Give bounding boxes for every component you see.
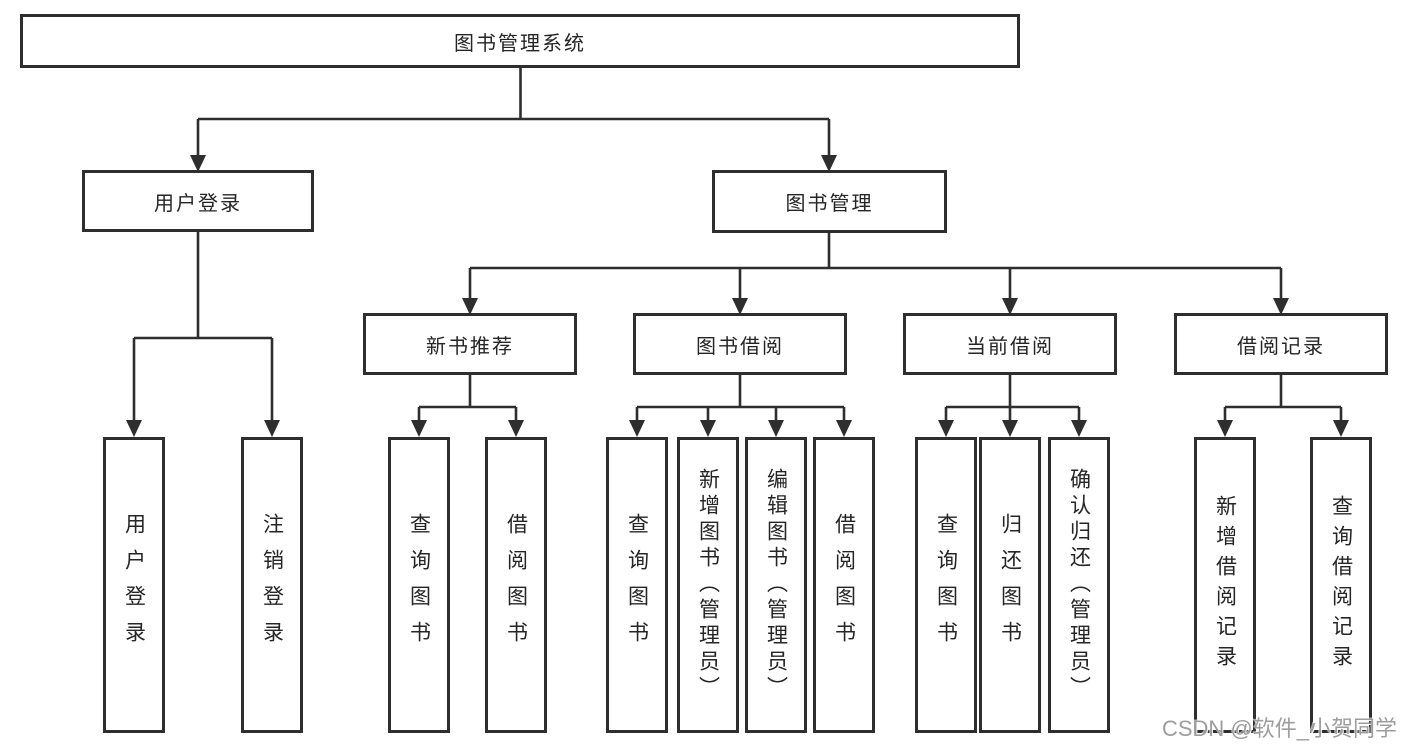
leaf-recommend-borrow-books: 借阅图书 — [485, 437, 547, 733]
leaf-add-borrow-record: 新增借阅记录 — [1194, 437, 1256, 733]
leaf-add-borrow-record-label: 新增借阅记录 — [1213, 495, 1237, 675]
node-book-borrowing-label: 图书借阅 — [696, 335, 784, 358]
leaf-current-query-books: 查询图书 — [915, 437, 977, 733]
leaf-current-query-books-label: 查询图书 — [934, 513, 958, 657]
leaf-borrow-query-books-label: 查询图书 — [625, 513, 649, 657]
leaf-query-borrow-record: 查询借阅记录 — [1310, 437, 1372, 733]
leaf-recommend-borrow-books-label: 借阅图书 — [504, 513, 528, 657]
leaf-return-books: 归还图书 — [979, 437, 1041, 733]
leaf-logout-label: 注销登录 — [260, 513, 284, 657]
node-book-management-label: 图书管理 — [785, 193, 874, 215]
node-new-book-recommendation: 新书推荐 — [363, 313, 577, 375]
node-current-borrowing-label: 当前借阅 — [966, 335, 1054, 358]
leaf-borrow-query-books: 查询图书 — [606, 437, 668, 733]
leaf-add-books-admin-label: 新增图书（管理员） — [696, 468, 720, 702]
leaf-borrow-books-label: 借阅图书 — [832, 513, 856, 657]
node-borrowing-records-label: 借阅记录 — [1237, 335, 1325, 358]
root-node-library-system: 图书管理系统 — [20, 14, 1020, 68]
leaf-borrow-books: 借阅图书 — [813, 437, 875, 733]
leaf-confirm-return-admin: 确认归还（管理员） — [1048, 437, 1110, 733]
leaf-edit-books-admin: 编辑图书（管理员） — [745, 437, 807, 733]
node-user-login-label: 用户登录 — [154, 192, 242, 215]
leaf-recommend-query-books-label: 查询图书 — [407, 513, 431, 657]
leaf-logout: 注销登录 — [241, 437, 303, 733]
root-node-label: 图书管理系统 — [454, 32, 586, 55]
leaf-edit-books-admin-label: 编辑图书（管理员） — [764, 468, 788, 702]
node-current-borrowing: 当前借阅 — [903, 313, 1117, 375]
leaf-user-login-label: 用户登录 — [122, 513, 146, 657]
leaf-confirm-return-admin-label: 确认归还（管理员） — [1067, 468, 1091, 702]
node-book-management: 图书管理 — [712, 170, 947, 233]
node-user-login: 用户登录 — [82, 170, 314, 232]
leaf-user-login: 用户登录 — [103, 437, 165, 733]
node-book-borrowing: 图书借阅 — [633, 313, 847, 375]
csdn-watermark: CSDN @软件_小贺同学 — [1161, 716, 1397, 741]
leaf-return-books-label: 归还图书 — [998, 513, 1022, 657]
node-borrowing-records: 借阅记录 — [1174, 313, 1388, 375]
leaf-add-books-admin: 新增图书（管理员） — [677, 437, 739, 733]
leaf-recommend-query-books: 查询图书 — [388, 437, 450, 733]
leaf-query-borrow-record-label: 查询借阅记录 — [1329, 495, 1353, 675]
node-new-book-recommendation-label: 新书推荐 — [426, 335, 514, 358]
